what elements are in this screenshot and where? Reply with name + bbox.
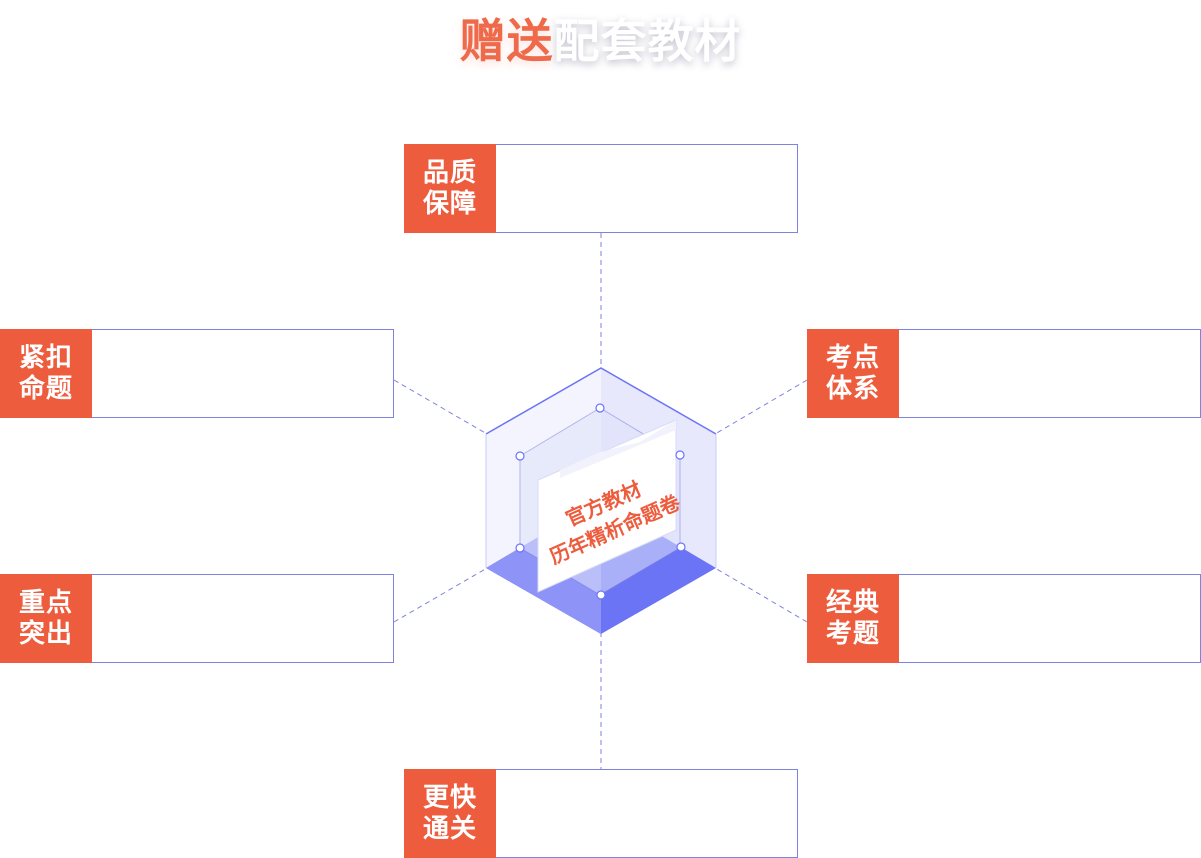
title-rest: 配套教材 (553, 14, 742, 68)
feature-tag-quality: 品质 保障 (404, 144, 496, 233)
feature-card-quality: 品质 保障 (404, 144, 798, 233)
feature-tag-topic-system: 考点 体系 (807, 329, 899, 418)
feature-tag-key-points: 重点 突出 (0, 574, 92, 663)
connector-right-lower (714, 567, 808, 623)
connector-right-upper (714, 379, 808, 435)
feature-tag-classic-questions: 经典 考题 (807, 574, 899, 663)
feature-tag-faster-pass: 更快 通关 (404, 769, 496, 858)
feature-card-faster-pass: 更快 通关 (404, 769, 798, 858)
feature-card-exam-aligned: 紧扣 命题 (0, 329, 394, 418)
feature-card-key-points: 重点 突出 (0, 574, 394, 663)
feature-card-topic-system: 考点 体系 (807, 329, 1201, 418)
connector-left-upper (393, 379, 488, 435)
connector-left-lower (393, 567, 488, 623)
page-title: 赠送配套教材 (0, 10, 1201, 72)
title-accent: 赠送 (459, 14, 554, 68)
feature-card-classic-questions: 经典 考题 (807, 574, 1201, 663)
center-cube: 官方教材 历年精析命题卷 (485, 367, 717, 634)
feature-tag-exam-aligned: 紧扣 命题 (0, 329, 92, 418)
connector-lines (393, 233, 808, 769)
